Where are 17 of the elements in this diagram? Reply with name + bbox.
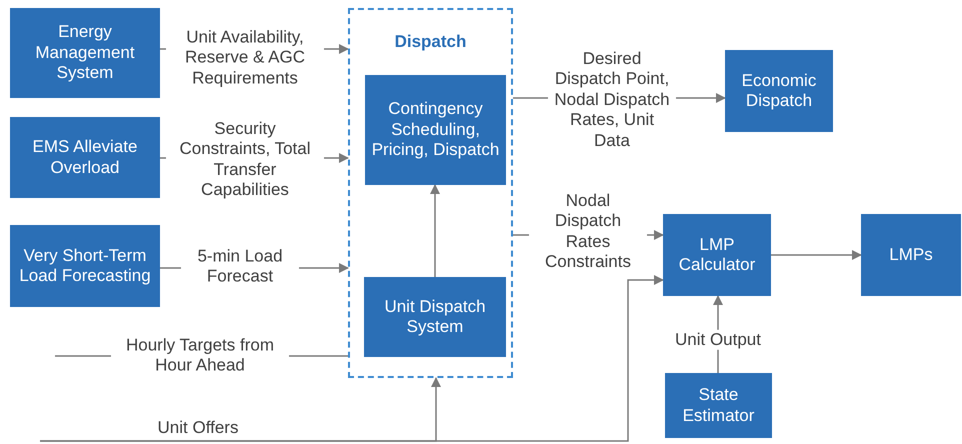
arrow [430,184,440,277]
system-box: EMS Alleviate Overload [10,117,160,198]
arrow [40,275,664,442]
edge-label: Unit Offers [156,418,240,438]
output-box: LMPs [861,214,961,296]
process-box: Unit Dispatch System [364,277,506,357]
arrow [771,250,862,260]
process-box: Contingency Scheduling, Pricing, Dispatch [365,75,506,185]
system-box: Very Short-Term Load Forecasting [10,225,160,307]
process-box: LMP Calculator [663,214,771,296]
edge-label: Security Constraints, Total Transfer Capabilities [166,119,324,201]
dispatch-group [348,8,513,378]
system-box: Energy Management System [10,8,160,98]
edge-label: Unit Availability, Reserve & AGC Requirements [166,27,324,89]
group-heading: Dispatch [394,32,466,52]
output-box: Economic Dispatch [725,50,833,132]
system-box: State Estimator [665,373,772,438]
